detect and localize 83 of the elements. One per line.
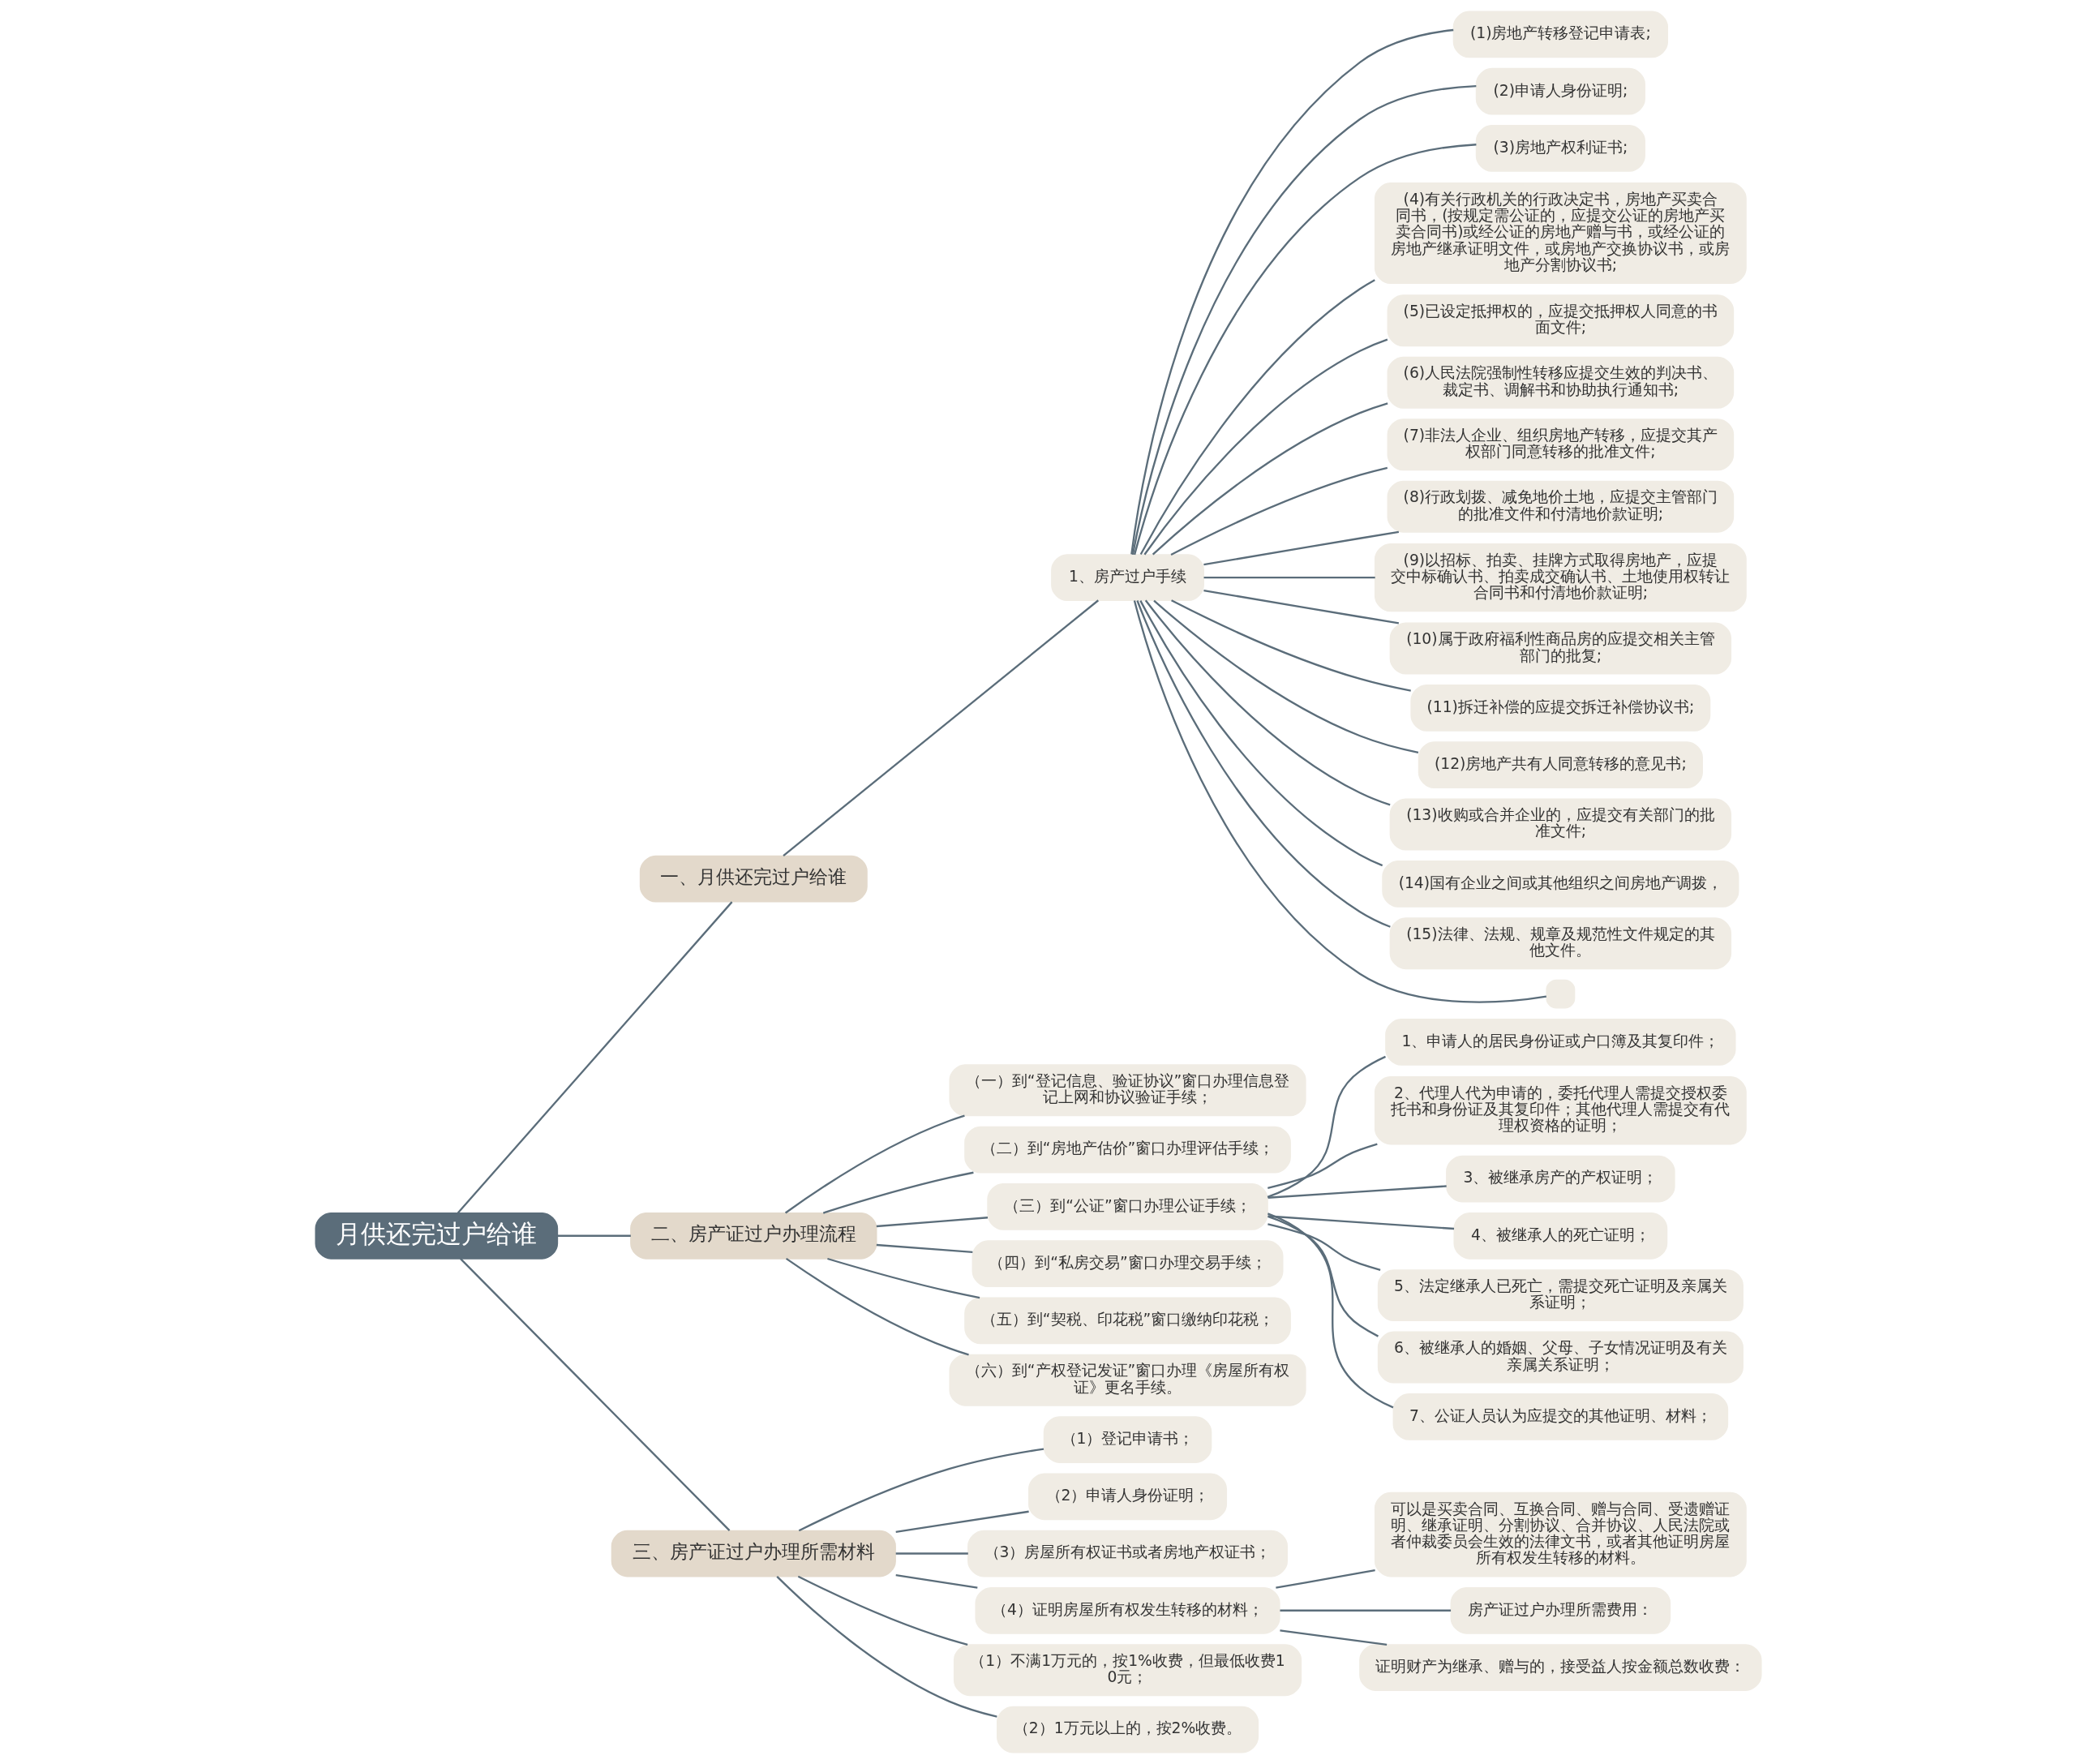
connector — [895, 1552, 968, 1555]
connector — [459, 1258, 730, 1531]
connector — [1267, 1143, 1378, 1189]
connector — [457, 901, 732, 1214]
connector — [1130, 28, 1453, 555]
connector — [1203, 576, 1375, 579]
node-box: （二）到“房地产估价”窗口办理评估手续； — [963, 1126, 1291, 1174]
connector — [1144, 599, 1391, 806]
connector — [1133, 600, 1546, 1003]
node-box: (15)法律、法规、规章及规范性文件规定的其他文件。 — [1389, 917, 1731, 970]
node-box: 1、申请人的居民身份证或户口簿及其复印件； — [1384, 1019, 1736, 1066]
node-box: (9)以招标、拍卖、挂牌方式取得房地产，应提交中标确认书、拍卖成交确认书、土地使用权转让合同书和付清地价款证明; — [1374, 543, 1747, 612]
node-box: (1)房地产转移登记申请表; — [1452, 11, 1668, 58]
connector — [1203, 530, 1399, 566]
connector — [1267, 1185, 1447, 1199]
node-box: (10)属于政府福利性商品房的应提交相关主管部门的批复; — [1389, 622, 1731, 675]
node-box: 二、房产证过户办理流程 — [629, 1212, 877, 1260]
node-box: (11)拆迁补偿的应提交拆迁补偿协议书; — [1409, 685, 1710, 732]
connector — [785, 1257, 969, 1356]
connector — [1152, 599, 1418, 753]
connector — [1135, 600, 1391, 928]
connector — [1170, 599, 1411, 692]
connector — [775, 1575, 997, 1718]
node-box: （一）到“登记信息、验证协议”窗口办理信息登记上网和协议验证手续； — [948, 1064, 1306, 1117]
connector — [782, 599, 1099, 856]
node-box: （2）申请人身份证明； — [1027, 1473, 1227, 1521]
node-box: 月供还完过户给谁 — [314, 1212, 558, 1260]
node-box: （4）证明房屋所有权发生转移的材料； — [974, 1586, 1280, 1634]
connector — [1143, 338, 1388, 556]
node-box: (14)国有企业之间或其他组织之间房地产调拨， — [1381, 860, 1739, 908]
node-box: (3)房地产权利证书; — [1475, 125, 1645, 172]
connector — [1279, 1609, 1451, 1612]
connector — [1267, 1223, 1380, 1271]
node-box: （三）到“公证”窗口办理公证手续； — [986, 1183, 1268, 1230]
connector — [1152, 402, 1388, 556]
node-box: (7)非法人企业、组织房地产转移，应提交其产权部门同意转移的批准文件; — [1387, 418, 1734, 471]
node-box: 5、法定继承人已死亡，需提交死亡证明及亲属关系证明； — [1377, 1269, 1744, 1322]
connector — [798, 1448, 1044, 1532]
node-box: 三、房产证过户办理所需材料 — [611, 1530, 896, 1577]
node-box — [1545, 979, 1575, 1009]
node-box: （六）到“产权登记发证”窗口办理《房屋所有权证》更名手续。 — [948, 1354, 1306, 1406]
connector — [876, 1217, 988, 1228]
node-box: 一、月供还完过户给谁 — [639, 855, 868, 903]
node-box: （3）房屋所有权证书或者房地产权证书； — [967, 1530, 1288, 1577]
node-box: 房产证过户办理所需费用： — [1450, 1586, 1671, 1634]
node-box: (2)申请人身份证明; — [1475, 67, 1645, 115]
connector — [1139, 600, 1383, 867]
node-box: 1、房产过户手续 — [1050, 554, 1204, 601]
connector — [1279, 1629, 1387, 1646]
node-box: （五）到“契税、印花税”窗口缴纳印花税； — [963, 1297, 1291, 1345]
node-box: 4、被继承人的死亡证明； — [1452, 1212, 1667, 1260]
node-box: （1）不满1万元的，按1%收费，但最低收费10元； — [953, 1644, 1302, 1697]
node-box: (5)已设定抵押权的，应提交抵押权人同意的书面文件; — [1387, 294, 1734, 347]
node-box: 2、代理人代为申请的，委托代理人需提交授权委托书和身份证及其复印件；其他代理人需提交有代理权资格的证明； — [1374, 1076, 1747, 1145]
connector — [1275, 1569, 1375, 1589]
connector — [797, 1575, 967, 1646]
connector — [784, 1114, 965, 1214]
connector — [1267, 1215, 1454, 1230]
connector — [876, 1243, 972, 1254]
connector — [1267, 1215, 1379, 1337]
node-box: 7、公证人员认为应提交的其他证明、材料； — [1392, 1393, 1728, 1440]
node-box: (6)人民法院强制性转移应提交生效的判决书、裁定书、调解书和协助执行通知书; — [1387, 356, 1734, 409]
connector — [822, 1171, 974, 1214]
connector — [895, 1510, 1029, 1534]
node-box: (13)收购或合并企业的，应提交有关部门的批准文件; — [1389, 798, 1731, 851]
node-box: 可以是买卖合同、互换合同、赠与合同、受遗赠证明、继承证明、分割协议、合并协议、人民法院或者仲裁委员会生效的法律文书，或者其他证明房屋所有权发生转移的材料。 — [1374, 1491, 1747, 1577]
connector — [557, 1234, 631, 1237]
node-box: （四）到“私房交易”窗口办理交易手续； — [972, 1240, 1284, 1287]
connector — [895, 1574, 977, 1589]
node-box: (8)行政划拨、减免地价土地，应提交主管部门的批准文件和付清地价款证明; — [1387, 480, 1734, 533]
node-box: （2）1万元以上的，按2%收费。 — [996, 1706, 1259, 1753]
connector — [1139, 279, 1375, 556]
node-box: (12)房地产共有人同意转移的意见书; — [1418, 741, 1703, 788]
node-box: 证明财产为继承、赠与的，接受益人按金额总数收费： — [1358, 1644, 1762, 1691]
node-box: 6、被继承人的婚姻、父母、子女情况证明及有关亲属关系证明； — [1377, 1331, 1744, 1384]
connector — [1170, 466, 1388, 556]
node-box: 3、被继承房产的产权证明； — [1445, 1155, 1675, 1203]
connector — [1267, 1055, 1386, 1198]
connector — [1203, 589, 1399, 624]
node-box: (4)有关行政机关的行政决定书，房地产买卖合同书，(按规定需公证的，应提交公证的房地产买卖合同书)或经公证的房地产赠与书，或经公证的房地产继承证明文件，或房地产交换协议书，或房地产分割协议书; — [1374, 182, 1747, 284]
connector — [1267, 1212, 1393, 1409]
connector — [826, 1257, 980, 1299]
node-box: （1）登记申请书； — [1043, 1416, 1212, 1463]
